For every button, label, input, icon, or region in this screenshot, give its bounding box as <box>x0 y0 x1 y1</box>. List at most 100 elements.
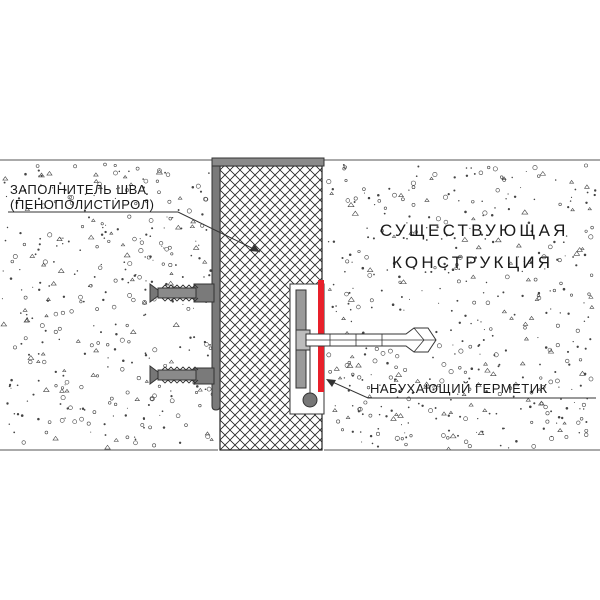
concrete-speck <box>483 361 489 366</box>
concrete-speck <box>395 371 403 377</box>
concrete-speck <box>98 265 103 270</box>
concrete-speck <box>385 415 388 418</box>
concrete-speck <box>537 291 541 295</box>
concrete-speck <box>363 400 368 405</box>
concrete-speck <box>361 413 364 416</box>
concrete-speck <box>367 196 371 200</box>
concrete-speck <box>104 291 107 294</box>
concrete-speck <box>588 294 594 299</box>
concrete-speck <box>119 337 125 343</box>
concrete-speck <box>109 396 114 401</box>
concrete-speck <box>548 379 554 385</box>
concrete-speck <box>166 216 168 218</box>
concrete-speck <box>588 234 594 240</box>
concrete-speck <box>170 390 172 392</box>
concrete-speck <box>42 359 47 365</box>
concrete-speck <box>115 333 118 336</box>
concrete-speck <box>406 237 408 240</box>
concrete-speck <box>198 404 202 408</box>
concrete-speck <box>450 398 452 401</box>
concrete-speck <box>157 190 161 194</box>
concrete-speck <box>474 256 477 259</box>
concrete-speck <box>127 293 132 298</box>
existing-structure-label-line1: СУЩЕСТВУЮЩАЯ <box>380 221 569 240</box>
concrete-speck <box>100 263 102 266</box>
concrete-speck <box>530 230 533 233</box>
concrete-speck <box>40 352 46 356</box>
concrete-speck <box>497 392 502 396</box>
concrete-speck <box>584 428 589 433</box>
concrete-speck <box>2 270 4 272</box>
concrete-speck <box>342 167 346 171</box>
concrete-speck <box>579 417 584 421</box>
concrete-speck <box>351 405 354 407</box>
concrete-speck <box>513 195 517 199</box>
concrete-speck <box>58 338 61 341</box>
concrete-speck <box>177 209 180 211</box>
concrete-speck <box>51 187 54 189</box>
concrete-speck <box>417 165 420 168</box>
concrete-speck <box>433 266 437 270</box>
concrete-speck <box>579 370 586 376</box>
concrete-speck <box>441 411 447 416</box>
concrete-speck <box>148 218 154 223</box>
concrete-speck <box>380 405 383 408</box>
concrete-speck <box>511 176 513 179</box>
concrete-speck <box>480 233 484 236</box>
concrete-speck <box>349 308 352 311</box>
concrete-speck <box>21 440 26 445</box>
concrete-speck <box>24 207 31 211</box>
concrete-speck <box>69 195 75 200</box>
concrete-speck <box>131 361 133 364</box>
concrete-speck <box>564 435 569 439</box>
concrete-speck <box>494 207 496 209</box>
concrete-speck <box>461 392 467 397</box>
concrete-speck <box>421 290 423 292</box>
concrete-speck <box>109 231 114 235</box>
concrete-speck <box>585 201 588 205</box>
concrete-speck <box>551 435 553 438</box>
concrete-speck <box>193 336 196 339</box>
concrete-speck <box>559 312 561 314</box>
concrete-speck <box>509 316 514 320</box>
concrete-speck <box>520 408 522 410</box>
concrete-speck <box>541 384 546 390</box>
concrete-speck <box>0 321 8 327</box>
concrete-speck <box>541 254 547 260</box>
concrete-speck <box>129 277 135 282</box>
concrete-speck <box>478 170 484 176</box>
concrete-speck <box>565 235 568 237</box>
concrete-speck <box>129 329 137 334</box>
concrete-speck <box>443 232 446 234</box>
concrete-speck <box>175 224 182 230</box>
concrete-speck <box>461 340 464 343</box>
concrete-speck <box>188 349 191 351</box>
concrete-speck <box>149 396 155 402</box>
concrete-speck <box>576 420 581 425</box>
concrete-speck <box>144 352 147 355</box>
concrete-speck <box>134 397 140 401</box>
concrete-speck <box>497 365 500 368</box>
concrete-speck <box>488 412 491 415</box>
concrete-speck <box>157 168 162 174</box>
concrete-speck <box>124 268 127 271</box>
concrete-speck <box>103 237 106 239</box>
concrete-speck <box>16 384 19 387</box>
filler-label-line1: ЗАПОЛНИТЕЛЬ ШВА <box>10 182 147 197</box>
concrete-speck <box>67 195 72 200</box>
concrete-speck <box>3 181 6 184</box>
concrete-speck <box>170 252 174 256</box>
concrete-speck <box>427 216 431 219</box>
concrete-speck <box>374 346 379 351</box>
concrete-speck <box>95 307 99 311</box>
concrete-speck <box>44 314 49 318</box>
concrete-speck <box>587 206 592 211</box>
concrete-speck <box>450 329 452 332</box>
concrete-speck <box>171 300 174 303</box>
concrete-speck <box>421 404 424 407</box>
concrete-speck <box>432 172 438 177</box>
concrete-speck <box>477 417 479 420</box>
concrete-speck <box>47 420 52 424</box>
concrete-speck <box>60 310 65 315</box>
